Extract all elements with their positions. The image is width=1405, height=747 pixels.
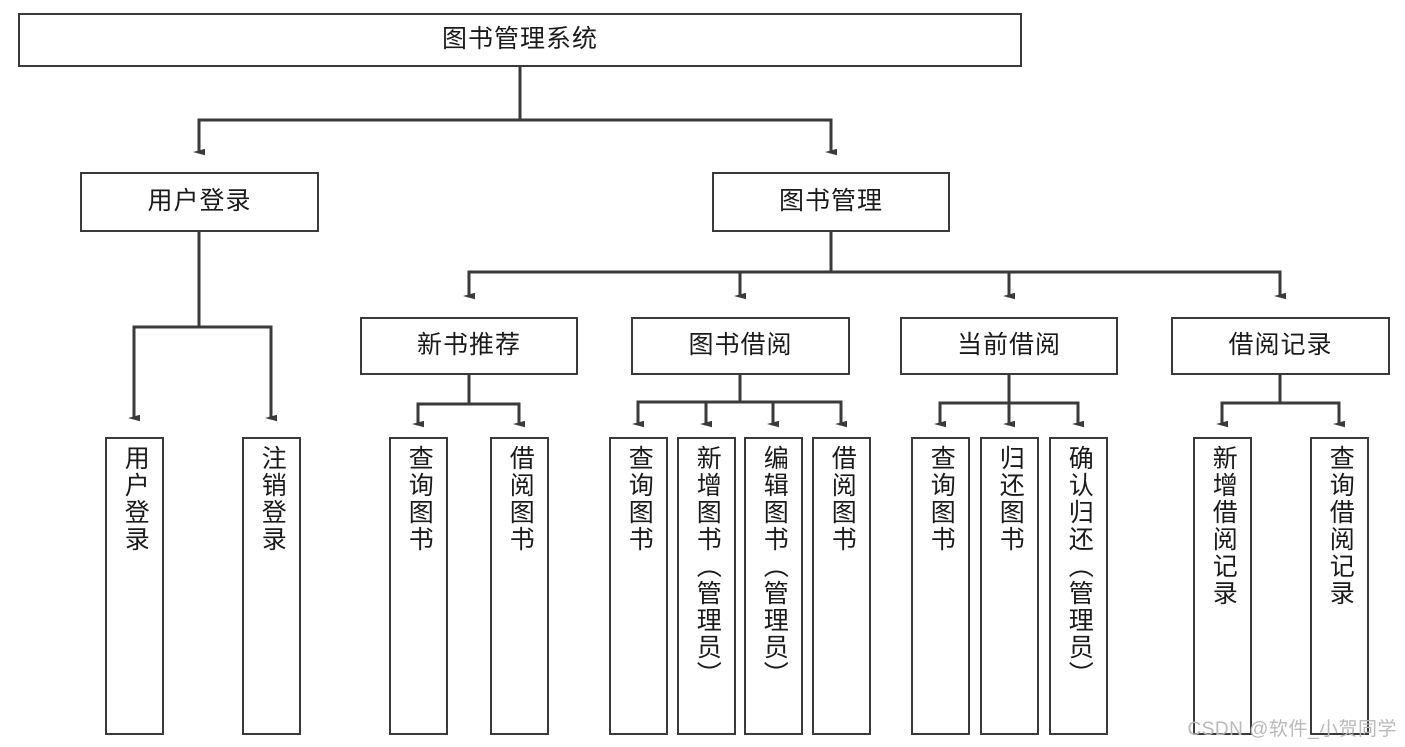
node-leaf-query-book-2[interactable]: 查询图书 xyxy=(609,437,668,735)
node-leaf-logout-label: 注销登录 xyxy=(258,445,287,553)
node-borrow-record-label: 借阅记录 xyxy=(1228,331,1333,360)
node-user-login[interactable]: 用户登录 xyxy=(80,172,319,232)
node-leaf-add-book-admin[interactable]: 新增图书（管理员） xyxy=(677,437,736,735)
node-borrow-record[interactable]: 借阅记录 xyxy=(1171,317,1390,375)
node-leaf-query-book-3-label: 查询图书 xyxy=(927,445,956,553)
node-new-book-recommend[interactable]: 新书推荐 xyxy=(360,317,578,375)
node-current-borrow[interactable]: 当前借阅 xyxy=(900,317,1118,375)
node-root[interactable]: 图书管理系统 xyxy=(18,13,1022,67)
node-leaf-query-borrow-record-label: 查询借阅记录 xyxy=(1326,445,1355,607)
node-leaf-user-login-label: 用户登录 xyxy=(121,445,150,553)
node-leaf-add-borrow-record-label: 新增借阅记录 xyxy=(1209,445,1238,607)
node-leaf-borrow-book-1-label: 借阅图书 xyxy=(506,445,535,553)
node-leaf-edit-book-admin[interactable]: 编辑图书（管理员） xyxy=(744,437,803,735)
node-new-book-recommend-label: 新书推荐 xyxy=(416,331,521,360)
node-leaf-query-book-3[interactable]: 查询图书 xyxy=(911,437,970,735)
node-leaf-return-book[interactable]: 归还图书 xyxy=(980,437,1039,735)
node-leaf-return-book-label: 归还图书 xyxy=(996,445,1025,553)
node-leaf-query-book-1[interactable]: 查询图书 xyxy=(389,437,448,735)
node-book-borrow-label: 图书借阅 xyxy=(688,331,793,360)
node-leaf-query-borrow-record[interactable]: 查询借阅记录 xyxy=(1310,437,1369,735)
node-leaf-edit-book-admin-label: 编辑图书（管理员） xyxy=(760,445,789,688)
node-root-label: 图书管理系统 xyxy=(441,25,598,54)
node-book-management-label: 图书管理 xyxy=(778,187,883,216)
node-leaf-confirm-return-admin-label: 确认归还（管理员） xyxy=(1065,445,1094,688)
node-leaf-add-borrow-record[interactable]: 新增借阅记录 xyxy=(1193,437,1252,735)
node-leaf-borrow-book-2-label: 借阅图书 xyxy=(828,445,857,553)
node-current-borrow-label: 当前借阅 xyxy=(956,331,1061,360)
node-book-borrow[interactable]: 图书借阅 xyxy=(631,317,850,375)
node-book-management[interactable]: 图书管理 xyxy=(712,172,950,232)
node-leaf-query-book-2-label: 查询图书 xyxy=(625,445,654,553)
node-leaf-user-login[interactable]: 用户登录 xyxy=(105,437,164,735)
node-user-login-label: 用户登录 xyxy=(147,187,252,216)
node-leaf-add-book-admin-label: 新增图书（管理员） xyxy=(693,445,722,688)
node-leaf-query-book-1-label: 查询图书 xyxy=(405,445,434,553)
node-leaf-borrow-book-1[interactable]: 借阅图书 xyxy=(490,437,549,735)
node-leaf-confirm-return-admin[interactable]: 确认归还（管理员） xyxy=(1049,437,1108,735)
node-leaf-logout[interactable]: 注销登录 xyxy=(242,437,301,735)
node-leaf-borrow-book-2[interactable]: 借阅图书 xyxy=(812,437,871,735)
